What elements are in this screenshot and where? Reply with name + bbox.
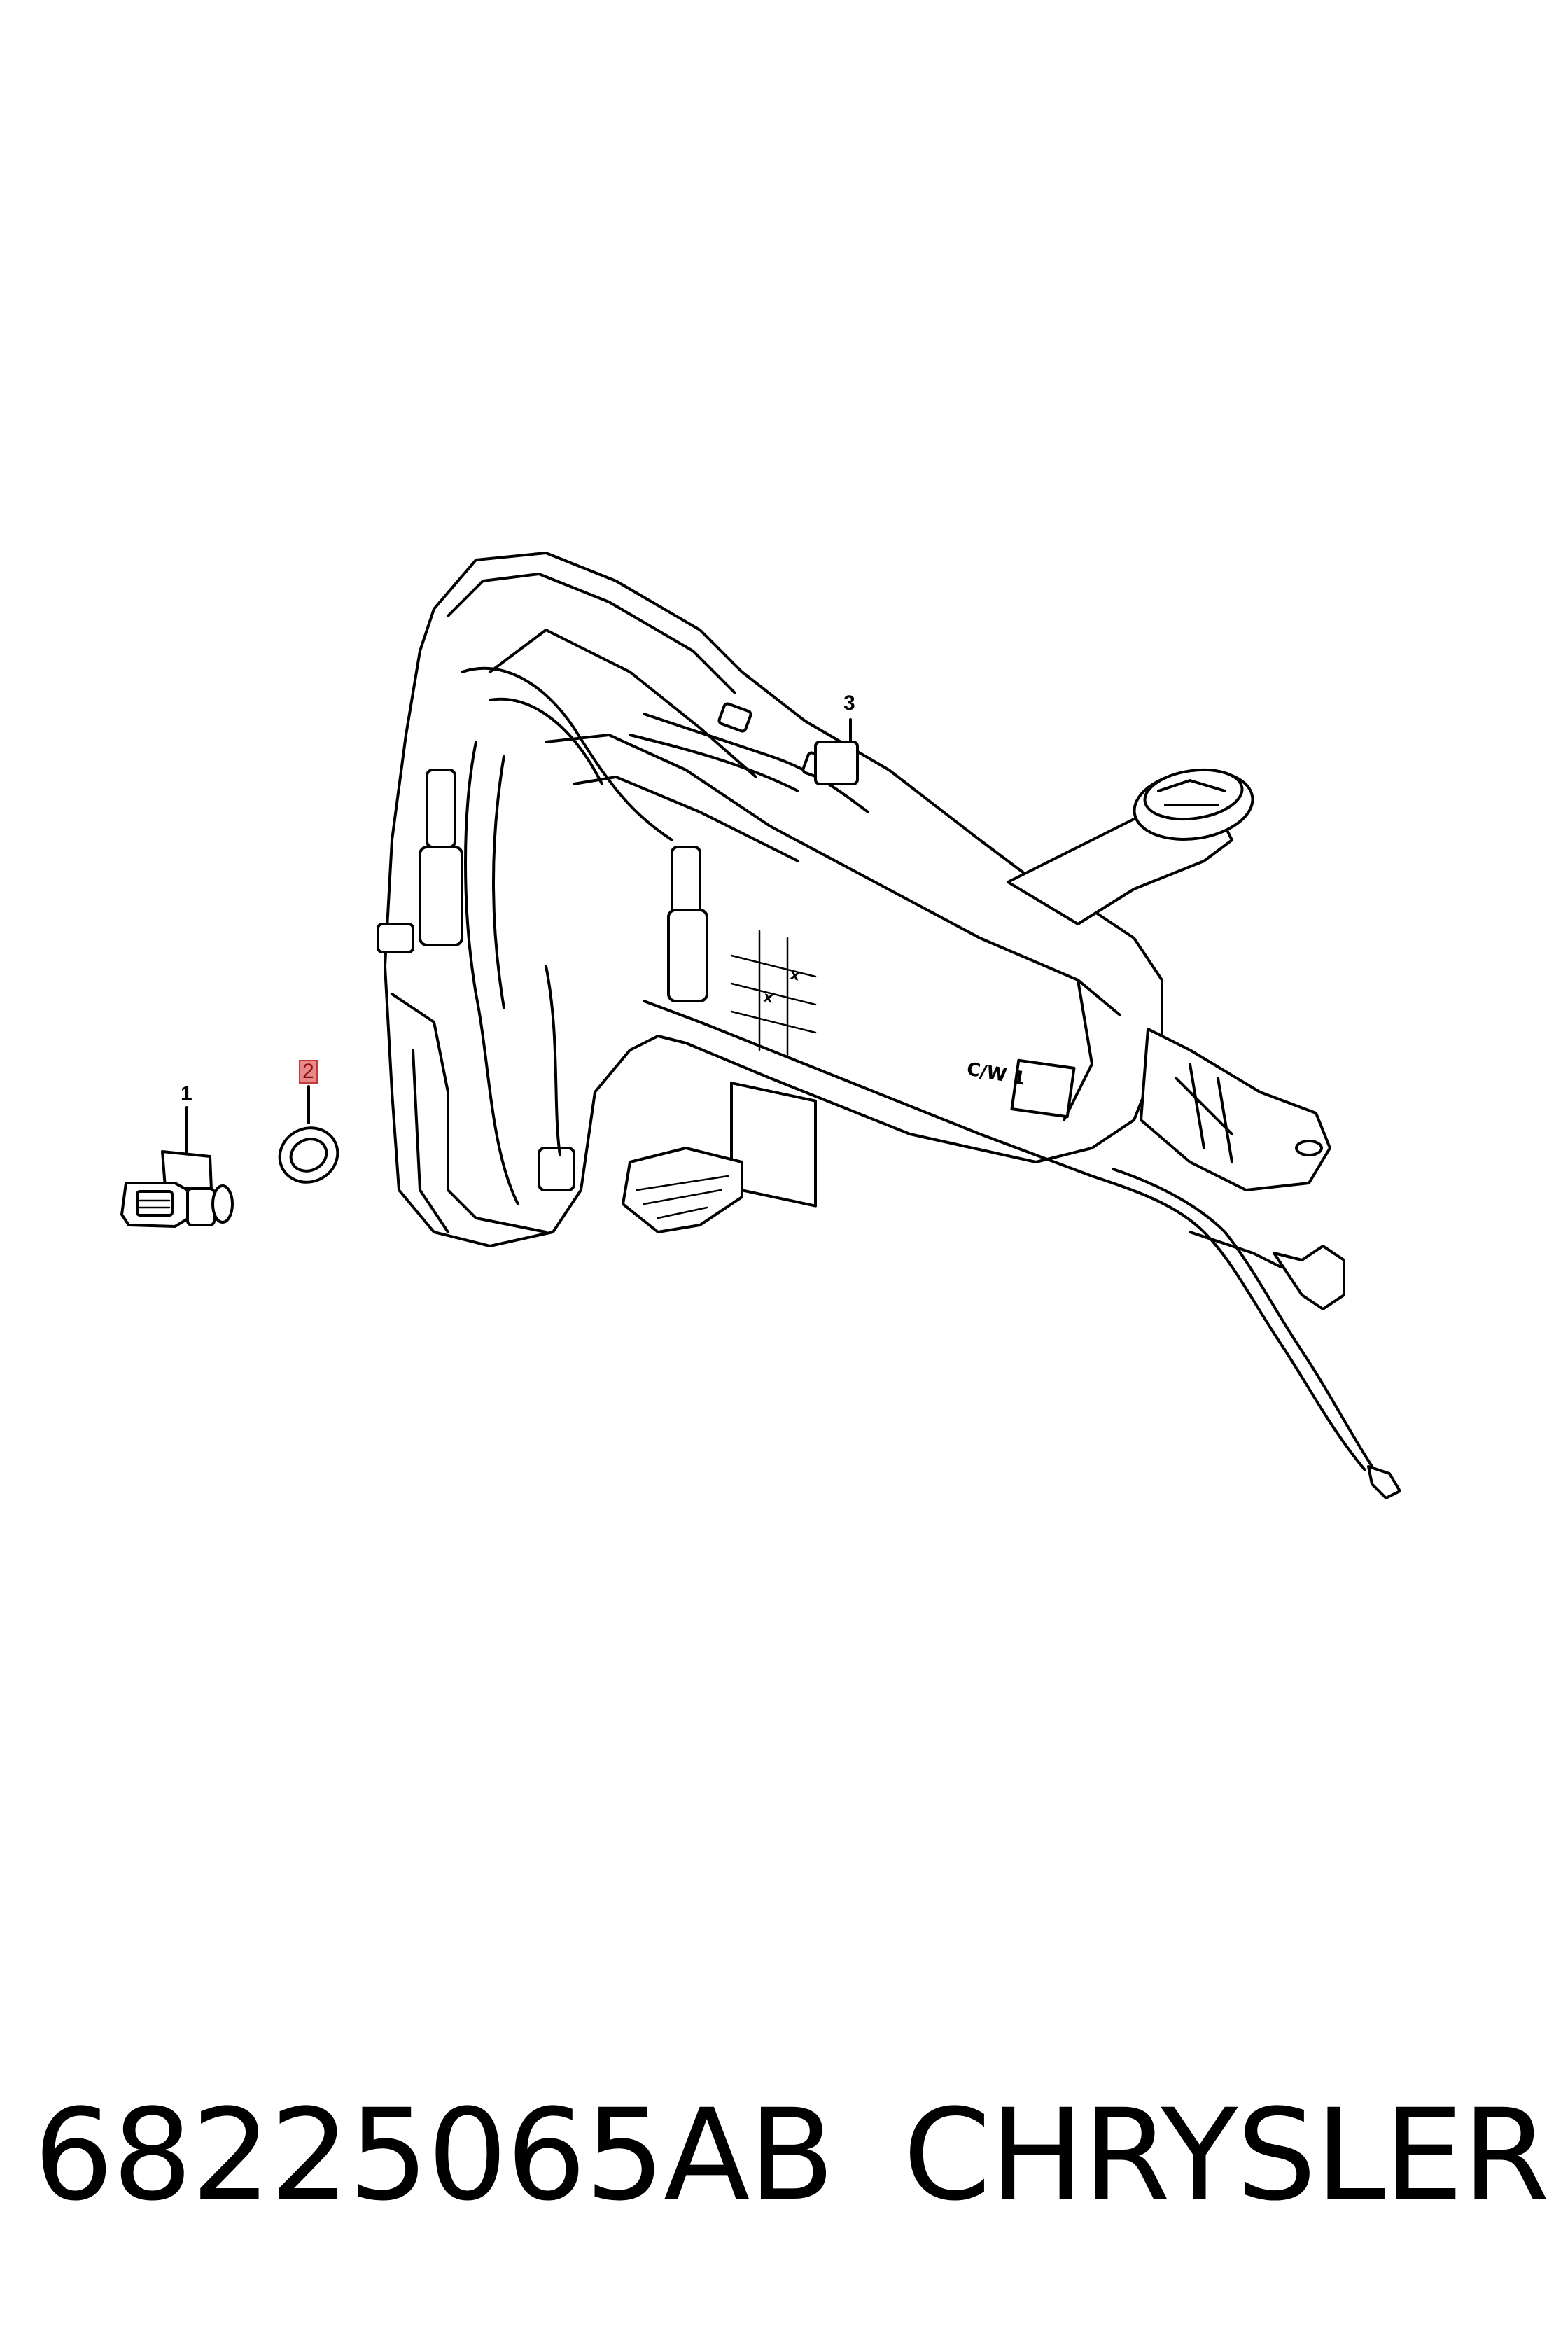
callout-2-label: 2 [299,1060,318,1084]
washer-reservoir-part: x x C/W 1 [377,552,1401,1499]
part-number: 68225065AB [34,2082,835,2229]
callout-1-label: 1 [181,1082,192,1105]
brand-name: CHRYSLER [903,2082,1550,2229]
washer-pump-part [120,1106,234,1228]
grommet-part [278,1085,340,1184]
svg-text:x: x [789,965,802,983]
svg-text:x: x [762,988,775,1006]
callout-3-label: 3 [844,692,855,715]
